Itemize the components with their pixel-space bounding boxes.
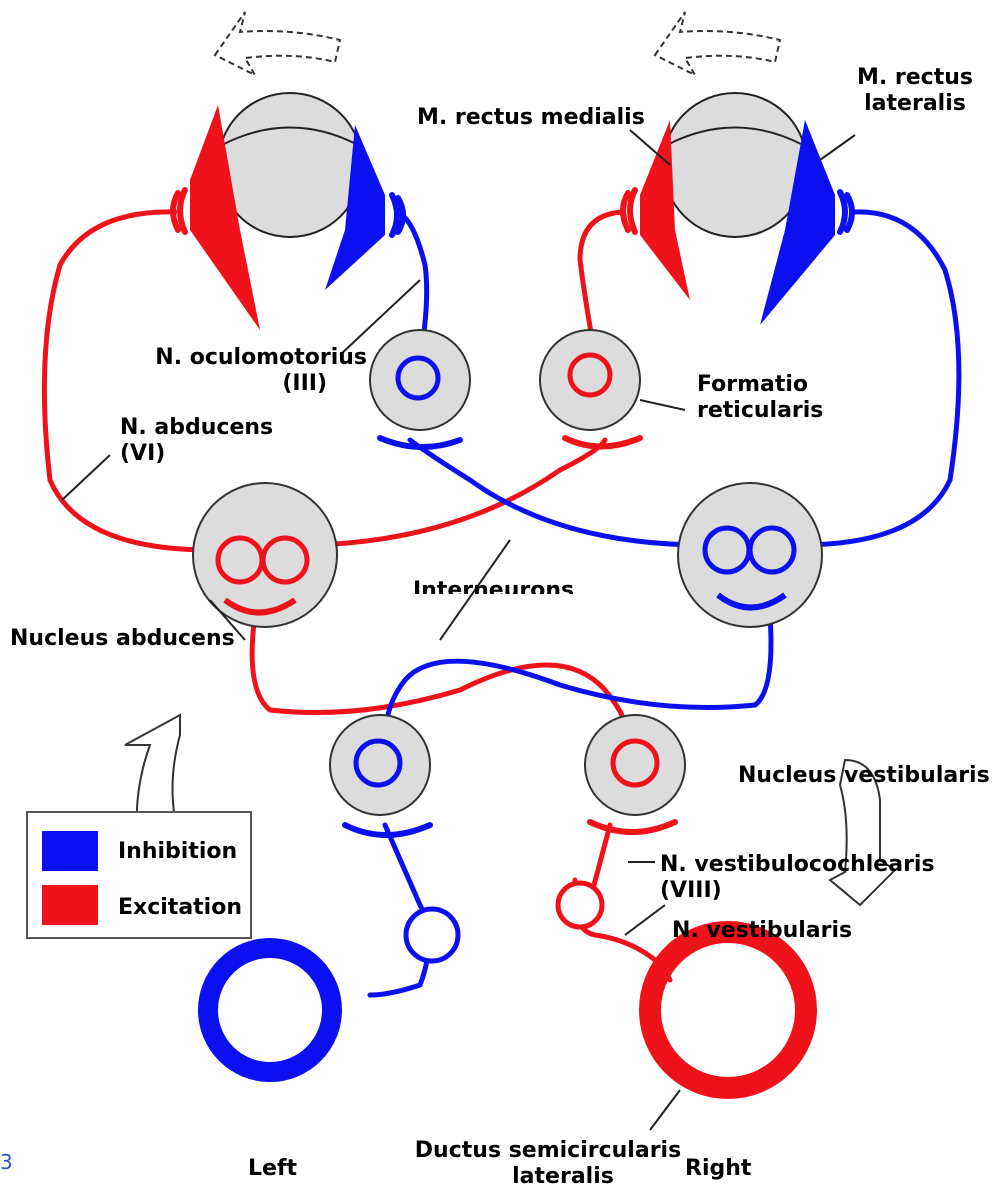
label-vestibulocochlearis-line1: N. vestibulocochlearis — [660, 852, 935, 878]
label-oculomotorius: N. oculomotorius (III) — [142, 345, 367, 397]
legend-inhibition-swatch — [42, 831, 98, 871]
legend-inhibition-label: Inhibition — [118, 839, 237, 864]
ductus-semicircularis-right — [650, 932, 806, 1088]
label-vestibularis: N. vestibularis — [672, 918, 852, 944]
label-ductus-line1: Ductus semicircularis — [398, 1138, 698, 1164]
vestibular-ganglion-left — [406, 909, 458, 961]
label-oculomotorius-line1: N. oculomotorius — [142, 345, 367, 371]
legend-excitation-label: Excitation — [118, 895, 248, 929]
label-abducens-line2: (VI) — [120, 441, 273, 467]
legend-excitation-swatch — [42, 885, 98, 925]
label-abducens-nerve: N. abducens (VI) — [120, 415, 273, 467]
left-eye — [218, 93, 362, 237]
label-nucleus-abducens: Nucleus abducens — [10, 626, 235, 652]
nucleus-vestibularis-right — [585, 715, 685, 815]
nucleus-oculomotorius — [370, 330, 470, 430]
label-ductus: Ductus semicircularis lateralis — [398, 1138, 698, 1190]
label-right: Right — [685, 1156, 751, 1182]
nucleus-abducens-right — [678, 483, 822, 627]
label-rectus-lateralis-line1: M. rectus — [840, 65, 990, 91]
right-eye — [663, 93, 807, 237]
label-vestibulocochlearis-line2: (VIII) — [660, 878, 935, 904]
nucleus-vestibularis-left — [330, 715, 430, 815]
label-rectus-lateralis: M. rectus lateralis — [840, 65, 990, 117]
nucleus-formatio-reticularis — [540, 330, 640, 430]
vestibular-ganglion-right — [558, 883, 602, 927]
label-interneurons: Interneurons — [413, 578, 574, 594]
ductus-semicircularis-left — [208, 948, 332, 1072]
edge-mark: 3 — [0, 1150, 13, 1174]
label-rectus-medialis: M. rectus medialis — [417, 105, 645, 131]
label-formatio-line1: Formatio — [697, 372, 823, 398]
label-formatio-reticularis: Formatio reticularis — [697, 372, 823, 424]
left-eye-rotation-arrow — [215, 12, 340, 75]
label-rectus-lateralis-line2: lateralis — [840, 91, 990, 117]
right-eye-rotation-arrow — [655, 12, 780, 75]
label-formatio-line2: reticularis — [697, 398, 823, 424]
label-left: Left — [248, 1156, 297, 1182]
label-nucleus-vestibularis: Nucleus vestibularis — [738, 763, 1004, 789]
label-vestibulocochlearis: N. vestibulocochlearis (VIII) — [660, 852, 935, 904]
label-abducens-line1: N. abducens — [120, 415, 273, 441]
label-ductus-line2: lateralis — [398, 1164, 698, 1190]
label-oculomotorius-line2: (III) — [142, 371, 367, 397]
legend: Inhibition Excitation — [26, 811, 252, 939]
